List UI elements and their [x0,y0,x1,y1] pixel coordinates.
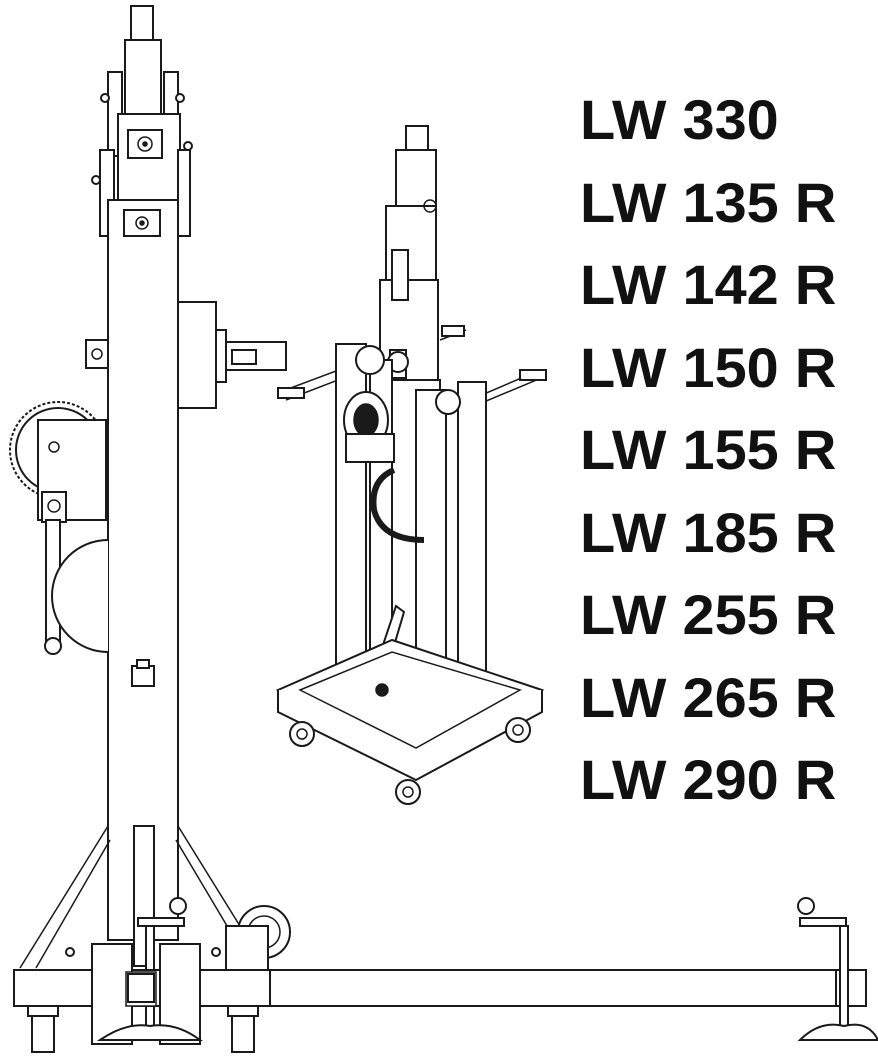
model-name: LW 155 R [580,418,837,481]
model-name: LW 265 R [580,665,837,729]
perspective-view-lift [275,125,547,805]
model-name: LW 290 R [580,748,837,811]
model-name: LW 330 [580,88,779,151]
model-name: LW 185 R [580,500,837,564]
model-name: LW 142 R [580,253,837,316]
model-name: LW 255 R [580,583,837,646]
model-name: LW 135 R [580,170,837,234]
side-view-lift [9,5,878,1053]
model-name: LW 150 R [580,335,837,399]
model-list: LW 330 LW 135 R LW 142 R LW 150 R LW 155… [580,92,878,835]
